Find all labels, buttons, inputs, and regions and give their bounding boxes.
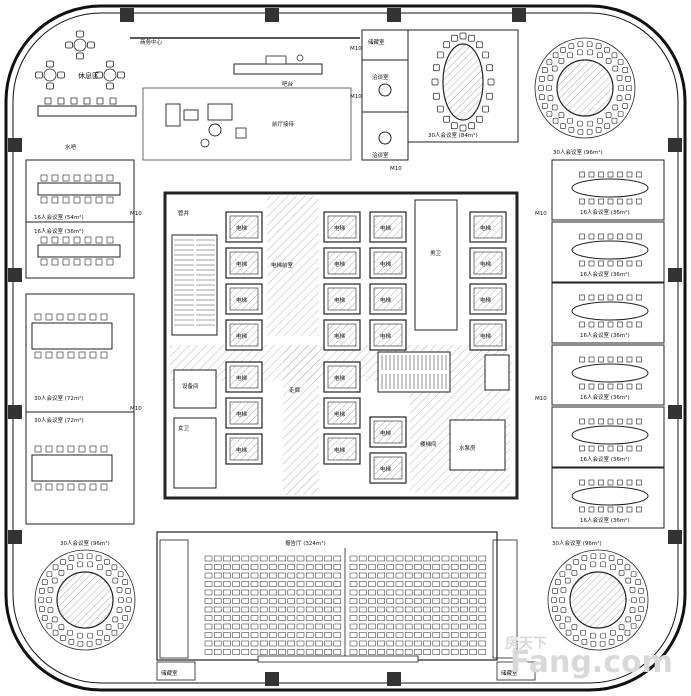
rest-area-label: 休息区 [78,71,99,80]
core-elevator-label: 电梯 [236,410,248,418]
small-meeting-2-label: 洽谈室 [372,151,389,159]
core-elevator-label: 电梯 [334,296,346,304]
meeting-30-l4-label: 30人会议室 (72m²) [34,416,84,424]
core-elevator-label: 电梯 [236,260,248,268]
right-meeting-rooms: 16人会议室 (36m²) 16人会议室 (36m²) 16人会议室 (36m²) 1… [551,159,665,529]
small-meeting-1-label: 洽谈室 [372,73,389,81]
meeting-30-top-label: 30人会议室 (84m²) [428,131,478,139]
business-center-label: 商务中心 [140,38,163,46]
core-shaft-label: 管井 [178,209,190,217]
meeting-room-top: 30人会议室 (84m²) [407,29,519,143]
svg-text:房天下: 房天下 [505,635,547,652]
watermark: 房天下 Fang.com [505,635,673,680]
auditorium: 报告厅 (324m²) [156,531,518,663]
meeting-16-r-label: 16人会议室 (36m²) [580,208,630,216]
core-elevator-label: 电梯 [334,224,346,232]
storage-br-label: 储藏室 [501,669,518,677]
meeting-room-bottom-right: 30人会议室 (96m²) [547,539,649,651]
svg-text:M10: M10 [535,396,547,402]
meeting-16-l2-label: 16人会议室 (36m²) [34,227,84,235]
meeting-30-bl-label: 30人会议室 (96m²) [60,539,110,547]
core-elevator-label: 电梯 [480,224,492,232]
door-codes: M10 M10 M10 M10 M10 M10 M10 [130,46,547,412]
core-corridor-label: 走廊 [289,386,301,394]
core-elevator-label: 电梯 [236,224,248,232]
central-core: 电梯电梯电梯电梯电梯电梯电梯电梯电梯电梯电梯电梯电梯电梯电梯电梯电梯电梯电梯电梯… [163,191,519,500]
core-elevator-label: 电梯 [480,296,492,304]
lobby-reception-label: 前厅接待 [272,120,295,128]
storage-bl-label: 储藏室 [161,669,178,677]
core-elevator-label: 电梯 [236,296,248,304]
storage-top-label: 储藏室 [368,38,385,46]
core-elevator-hall-label: 电梯前室 [271,261,294,269]
core-stair-label: 楼梯间 [420,440,437,448]
core-elevator-label: 电梯 [236,374,248,382]
meeting-room-top-right: 30人会议室 (96m²) [534,37,636,156]
meeting-room-bottom-left: 30人会议室 (96m²) [34,539,136,651]
rest-area-tables [35,30,125,90]
core-elevator-label: 电梯 [334,410,346,418]
lounge-area: 商务中心 休息区 水吧 吧台 前厅接待 [35,30,360,161]
core-elevator-label: 电梯 [380,465,392,473]
core-elevator-label: 电梯 [380,296,392,304]
core-pump-label: 水泵房 [459,444,476,452]
core-elevator-label: 电梯 [334,260,346,268]
core-mep-label: 设备间 [182,382,199,390]
bar-label: 吧台 [282,80,294,88]
core-elevator-label: 电梯 [236,332,248,340]
meeting-16-r-label: 16人会议室 (36m²) [580,270,630,278]
meeting-30-l3-label: 30人会议室 (72m²) [34,394,84,402]
meeting-16-r-label: 16人会议室 (36m²) [580,455,630,463]
meeting-16-l1-label: 16人会议室 (54m²) [34,213,84,221]
core-elevator-label: 电梯 [334,332,346,340]
bar-stools [44,97,117,105]
water-bar-label: 水吧 [65,143,77,151]
meeting-16-r-label: 16人会议室 (36m²) [580,393,630,401]
svg-text:M10: M10 [130,406,142,412]
left-meeting-rooms [25,159,135,525]
left-tables [31,174,121,491]
svg-text:M10: M10 [535,211,547,217]
core-elevator-label: 电梯 [380,332,392,340]
meeting-16-r-label: 16人会议室 (36m²) [580,516,630,524]
svg-text:M10: M10 [350,46,362,52]
svg-text:M10: M10 [350,94,362,100]
meeting-30-br-label: 30人会议室 (96m²) [552,539,602,547]
core-elevator-label: 电梯 [480,332,492,340]
facade-columns [8,8,682,686]
core-elevator-label: 电梯 [380,429,392,437]
svg-text:Fang.com: Fang.com [510,645,673,680]
svg-text:M10: M10 [130,211,142,217]
meeting-16-r-label: 16人会议室 (36m²) [580,331,630,339]
meeting-30-tr-label: 30人会议室 (96m²) [553,148,603,156]
core-elevator-label: 电梯 [236,446,248,454]
core-elevator-label: 电梯 [334,374,346,382]
auditorium-label: 报告厅 (324m²) [285,539,326,547]
core-elevator-label: 电梯 [334,446,346,454]
core-elevator-label: 电梯 [380,224,392,232]
svg-text:M10: M10 [390,166,402,172]
core-elevator-label: 电梯 [480,260,492,268]
core-restroom-m-label: 男卫 [430,250,442,257]
core-restroom-f-label: 女卫 [178,424,190,432]
core-elevator-label: 电梯 [380,260,392,268]
